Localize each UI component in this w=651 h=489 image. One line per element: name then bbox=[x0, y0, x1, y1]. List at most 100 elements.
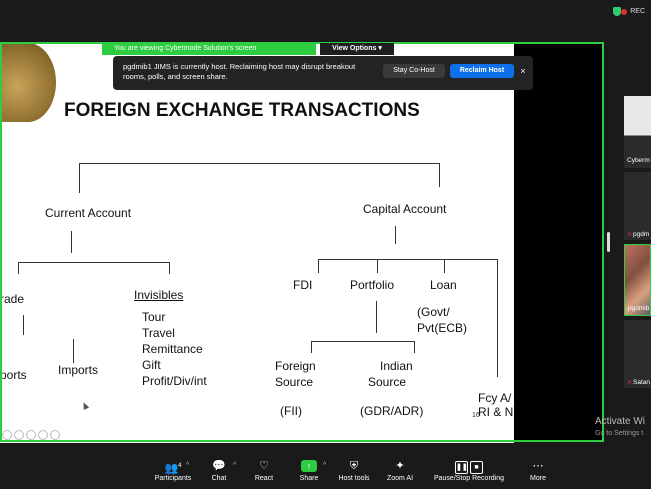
tree-line bbox=[414, 341, 415, 353]
tree-line bbox=[318, 259, 498, 260]
fii-label: (FII) bbox=[280, 404, 302, 418]
chat-icon: 💬 bbox=[212, 460, 226, 472]
invisibles-label: Invisibles bbox=[134, 288, 184, 302]
chevron-up-icon[interactable]: ^ bbox=[186, 462, 190, 469]
heart-icon: ♡ bbox=[259, 460, 269, 472]
participants-icon: 👥4 bbox=[164, 462, 182, 475]
fdi-label: FDI bbox=[293, 278, 313, 292]
gdr-adr-label: (GDR/ADR) bbox=[360, 404, 424, 418]
slide-control-icon[interactable] bbox=[38, 430, 48, 440]
fcy-label: RI & N bbox=[478, 405, 514, 419]
tree-line bbox=[439, 163, 440, 187]
exports-label: ports bbox=[0, 368, 27, 382]
tree-line bbox=[377, 259, 378, 273]
recording-indicator: REC bbox=[621, 8, 645, 15]
tree-line bbox=[497, 259, 498, 377]
tree-line bbox=[311, 341, 415, 342]
tree-line bbox=[79, 163, 80, 193]
tree-line bbox=[444, 259, 445, 273]
host-notification: pgdmib1 JIMS is currently host. Reclaimi… bbox=[113, 56, 533, 90]
trade-label: rade bbox=[0, 292, 25, 306]
tree-line bbox=[23, 315, 24, 335]
foreign-source-label: Source bbox=[275, 375, 314, 389]
invisible-item: Gift bbox=[142, 358, 161, 372]
participants-button[interactable]: 👥4 Participants bbox=[154, 460, 192, 482]
participant-name: Cyberm bbox=[627, 157, 650, 164]
portfolio-label: Portfolio bbox=[350, 278, 395, 292]
participant-name: ✕Satan bbox=[627, 379, 651, 386]
react-button[interactable]: ♡ React bbox=[250, 460, 278, 482]
view-options-button[interactable]: View Options ▾ bbox=[320, 43, 394, 55]
participant-tile[interactable]: Cyberm bbox=[624, 96, 651, 168]
tree-line bbox=[318, 259, 319, 273]
shield-icon: ⛨ bbox=[349, 460, 359, 472]
invisible-item: Travel bbox=[142, 326, 175, 340]
tree-line bbox=[311, 341, 312, 353]
participant-tile-active[interactable]: pgdmib bbox=[624, 244, 651, 316]
loan-label: Loan bbox=[430, 278, 457, 292]
more-button[interactable]: ⋯ More bbox=[526, 460, 550, 482]
imports-label: Imports bbox=[58, 363, 99, 377]
mic-muted-icon: ✕ bbox=[627, 232, 633, 238]
tree-line bbox=[18, 262, 170, 263]
rbi-seal-icon bbox=[0, 43, 56, 122]
shared-slide: FOREIGN EXCHANGE TRANSACTIONS Current Ac… bbox=[0, 43, 514, 443]
more-icon: ⋯ bbox=[532, 460, 544, 472]
shield-icon bbox=[613, 7, 621, 16]
slide-controls bbox=[2, 430, 60, 440]
share-arrow-icon: ↑ bbox=[301, 460, 317, 472]
stay-cohost-button[interactable]: Stay Co-Host bbox=[383, 64, 445, 78]
pause-icon: ❚❚ bbox=[455, 461, 468, 474]
slide-page-number: 16 bbox=[472, 412, 480, 419]
tree-line bbox=[73, 339, 74, 363]
tree-line bbox=[79, 163, 440, 164]
chevron-up-icon[interactable]: ^ bbox=[323, 462, 327, 469]
mic-muted-icon: ✕ bbox=[627, 380, 633, 386]
slide-control-icon[interactable] bbox=[50, 430, 60, 440]
slide-control-icon[interactable] bbox=[14, 430, 24, 440]
foreign-source-label: Foreign bbox=[275, 359, 316, 373]
participant-name: ✕pgdm bbox=[627, 231, 650, 238]
share-button[interactable]: ↑ Share bbox=[299, 460, 319, 482]
fcy-label: Fcy A/ bbox=[478, 391, 512, 405]
zoom-ai-button[interactable]: ✦ Zoom AI bbox=[383, 460, 417, 482]
indian-source-label: Source bbox=[368, 375, 407, 389]
tree-line bbox=[71, 231, 72, 253]
current-account-label: Current Account bbox=[45, 206, 132, 220]
participant-tile[interactable]: ✕Satan bbox=[624, 320, 651, 388]
invisible-item: Profit/Div/int bbox=[142, 374, 207, 388]
meeting-toolbar bbox=[0, 450, 651, 489]
tree-line bbox=[376, 301, 377, 333]
tree-line bbox=[395, 226, 396, 244]
viewing-banner: You are viewing Cybermode Solution's scr… bbox=[102, 43, 316, 55]
slide-control-icon[interactable] bbox=[2, 430, 12, 440]
invisible-item: Tour bbox=[142, 310, 166, 324]
share-empty-area bbox=[514, 43, 603, 441]
loan-detail: Pvt(ECB) bbox=[417, 321, 468, 335]
indian-source-label: Indian bbox=[380, 359, 413, 373]
slide-control-icon[interactable] bbox=[26, 430, 36, 440]
chevron-up-icon[interactable]: ^ bbox=[233, 462, 237, 469]
sparkle-icon: ✦ bbox=[395, 460, 405, 472]
invisible-item: Remittance bbox=[142, 342, 203, 356]
reclaim-host-button[interactable]: Reclaim Host bbox=[450, 64, 514, 78]
stop-icon: ■ bbox=[470, 461, 483, 474]
chat-button[interactable]: 💬 Chat bbox=[205, 460, 233, 482]
top-bar: REC bbox=[0, 0, 651, 26]
pause-stop-recording-button[interactable]: ❚❚■ Pause/Stop Recording bbox=[432, 460, 506, 482]
tree-line bbox=[18, 262, 19, 274]
close-icon[interactable]: × bbox=[520, 66, 526, 76]
activate-windows-subtitle: Go to Settings t bbox=[595, 430, 644, 437]
host-tools-button[interactable]: ⛨ Host tools bbox=[334, 460, 374, 482]
panel-resize-handle[interactable] bbox=[607, 232, 610, 252]
slide-title: FOREIGN EXCHANGE TRANSACTIONS bbox=[64, 100, 420, 121]
activate-windows-watermark: Activate Wi bbox=[595, 416, 646, 427]
notification-message: pgdmib1 JIMS is currently host. Reclaimi… bbox=[123, 62, 356, 81]
tree-line bbox=[169, 262, 170, 274]
loan-detail: (Govt/ bbox=[417, 305, 450, 319]
capital-account-label: Capital Account bbox=[363, 202, 447, 216]
participant-tile[interactable]: ✕pgdm bbox=[624, 172, 651, 240]
rec-dot-icon bbox=[621, 8, 628, 15]
mouse-cursor-icon bbox=[80, 401, 90, 410]
participant-name: pgdmib bbox=[628, 305, 650, 312]
